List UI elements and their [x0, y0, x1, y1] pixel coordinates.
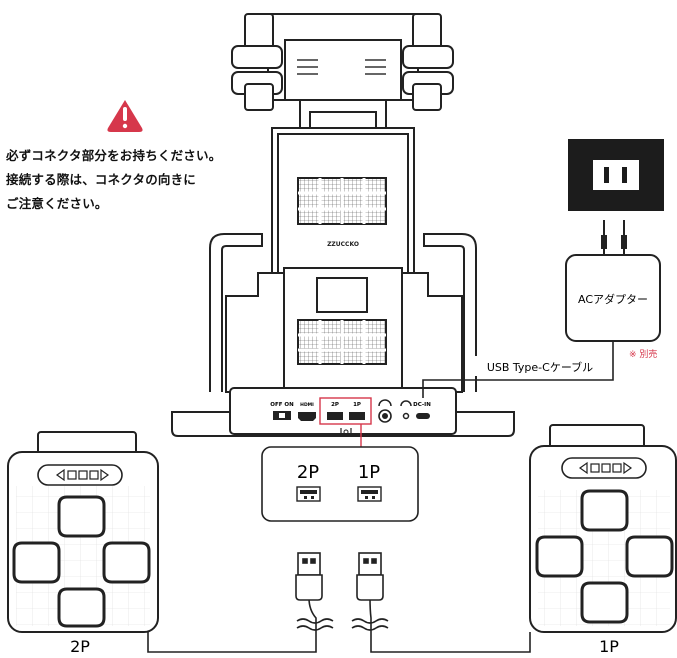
arrow-up-pad	[57, 495, 106, 538]
usb-plug-1p	[356, 552, 384, 601]
arrow-left-pad	[535, 535, 584, 578]
usb-port-highlight	[319, 397, 372, 425]
player-label-2p: 2P	[70, 637, 90, 656]
usbc-port	[416, 413, 430, 419]
sold-separately-note: ※ 別売	[629, 348, 657, 360]
port-label-1p: 1P	[353, 402, 361, 408]
dance-pad-1p	[529, 424, 677, 633]
caution-line-3: ご注意ください。	[6, 196, 108, 211]
port-panel: OFF ON HDMI 2P 1P DC-IN	[270, 397, 431, 437]
callout-label-1p: 1P	[358, 462, 380, 483]
dock-brand: ZZUCCKO	[327, 241, 359, 248]
port-label-power: OFF ON	[270, 402, 294, 408]
arrow-down-pad	[580, 581, 629, 624]
controller-clip-top	[231, 13, 454, 111]
wall-outlet	[568, 139, 664, 211]
caution-note: 必ずコネクタ部分をお持ちください。 接続する際は、コネクタの向きに ご注意くださ…	[6, 144, 221, 216]
port-label-dcin: DC-IN	[413, 402, 431, 408]
dance-pad-2p	[7, 431, 159, 633]
usb-callout: 2P 1P	[261, 446, 419, 522]
usb-port-icon-2p	[296, 486, 321, 502]
arrow-right-pad	[102, 541, 151, 584]
adapter-label: ACアダプター	[578, 292, 648, 306]
callout-label-2p: 2P	[297, 462, 319, 483]
ac-adapter: ACアダプター ※ 別売 USB Type-Cケーブル	[422, 220, 661, 398]
port-label-2p: 2P	[331, 402, 339, 408]
dock-stand	[171, 13, 515, 437]
usb-cable-2p	[147, 597, 334, 653]
warning-icon	[107, 100, 143, 132]
arrow-left-pad	[12, 541, 61, 584]
hdmi-port	[298, 412, 316, 421]
audio-jack	[402, 412, 410, 420]
usb-port-icon-1p	[357, 486, 382, 502]
caution-line-2: 接続する際は、コネクタの向きに	[6, 172, 197, 187]
usb-port-2p	[327, 412, 343, 420]
cable-label: USB Type-Cケーブル	[487, 360, 593, 374]
player-label-1p: 1P	[599, 637, 619, 656]
arrow-right-pad	[625, 535, 674, 578]
usbc-cable	[422, 341, 614, 398]
caution-line-1: 必ずコネクタ部分をお持ちください。	[6, 148, 222, 163]
usb-cable-1p	[351, 597, 531, 653]
arrow-up-pad	[580, 489, 629, 532]
arrow-down-pad	[57, 587, 106, 628]
port-label-hdmi: HDMI	[300, 402, 314, 408]
usb-port-1p	[349, 412, 365, 420]
usb-plug-2p	[295, 552, 323, 601]
